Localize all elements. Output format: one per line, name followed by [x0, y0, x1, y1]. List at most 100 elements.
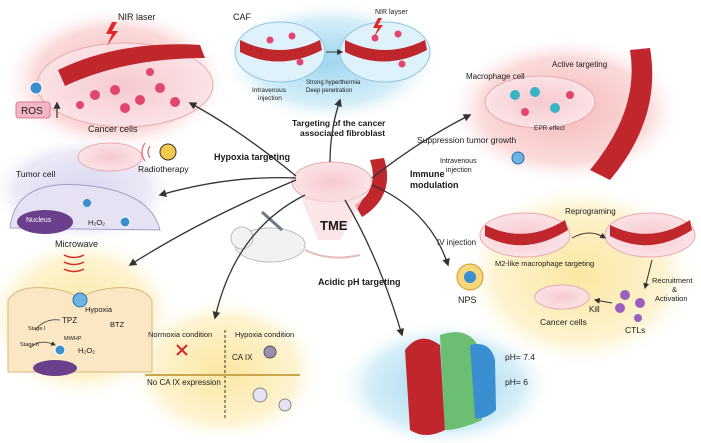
ctl-cells	[615, 290, 645, 322]
blood-vessel	[58, 44, 205, 86]
nanoparticle-icon	[511, 151, 525, 165]
arrow-to-macrophage-panel	[371, 114, 472, 179]
arrow-to-microwave-panel	[128, 179, 297, 266]
blood-vessel	[590, 48, 653, 180]
caf-iv-label-2: injection	[258, 95, 282, 102]
nanoparticle-icon	[72, 292, 88, 308]
nir-cancer-panel: NIR laser ROS Cancer cells	[15, 12, 214, 134]
cancer-cells-disc	[534, 284, 590, 310]
blood-vessel-right	[610, 220, 692, 246]
caf-cells	[266, 30, 406, 68]
no-ca-ix-label: No CA IX expression	[147, 378, 221, 387]
branch-acidic-label: Acidic pH targeting	[318, 277, 401, 287]
mw-hypoxia-label: Hypoxia	[85, 305, 113, 314]
ros-particle-icon	[29, 81, 43, 95]
cancer-cells-label: Cancer cells	[88, 124, 138, 134]
glow-caix-panel	[125, 295, 325, 443]
nir-label: NIR laser	[118, 12, 156, 22]
tissue-disc	[484, 75, 596, 129]
recruitment-label-3: Activation	[655, 294, 688, 303]
epr-label: EPR effect	[534, 125, 565, 132]
radio-h2o2-label: H₂O₂	[88, 218, 105, 227]
blood-vessel-left	[240, 40, 322, 62]
kill-arrow	[593, 297, 613, 304]
caf-label: CAF	[233, 12, 252, 22]
arrow-to-ph-panel	[344, 199, 404, 337]
btz-label: BTZ	[110, 320, 125, 329]
caf-panel: CAF NIR layser Strong hyperthermia Deep …	[233, 9, 431, 102]
mouse-tail	[304, 249, 361, 259]
reprograming-arrow	[571, 232, 606, 239]
kill-label: Kill	[589, 305, 600, 314]
blood-vessel-left	[485, 220, 568, 246]
recruitment-label-1: Recruitment	[652, 276, 693, 285]
iv-injection-label: IV injection	[437, 238, 476, 247]
lightning-icon	[106, 22, 118, 46]
arrow-to-caix-panel	[212, 194, 306, 320]
microwave-waves-icon	[63, 254, 85, 273]
ph6-label: pH= 6	[505, 377, 528, 387]
recruitment-label-2: &	[672, 285, 677, 294]
recruitment-arrow	[643, 259, 653, 290]
microwave-flow-arrows	[29, 319, 61, 348]
branch-caf-label-2: associated fibroblast	[300, 128, 385, 138]
lightning-icon	[373, 18, 383, 37]
drug-particle-icon	[83, 199, 91, 207]
arrow-to-immune-panel	[371, 184, 450, 267]
nucleus	[33, 360, 77, 376]
macrophage-panel: Macrophage cell Active targeting EPR eff…	[417, 48, 653, 180]
nucleus-label: Nucleus	[26, 217, 52, 224]
active-targeting-label: Active targeting	[552, 60, 607, 69]
radiation-waves	[141, 142, 151, 162]
arrow-to-caf-panel	[329, 98, 342, 163]
caix-panel: Normoxia condition Hypoxia condition CA …	[145, 330, 300, 420]
branch-arrows	[128, 98, 472, 337]
caix-particle-icon	[278, 398, 292, 412]
ros-box	[15, 101, 51, 119]
m2-label: M2-like macrophage targeting	[495, 259, 594, 268]
microwave-panel: Microwave TPZ Hypoxia BTZ Stage I Stage …	[7, 239, 153, 376]
caf-iv-label-1: Intravenous	[252, 87, 287, 94]
tme-hub: TME	[230, 158, 388, 263]
ph-panel: pH= 7.4 pH= 6	[405, 332, 535, 435]
ca-ix-label: CA IX	[232, 353, 253, 362]
ctls-label: CTLs	[625, 325, 645, 335]
ros-particle-icon	[119, 216, 131, 228]
macrophage-iv-label-1: Intravenous	[440, 158, 477, 165]
branch-immune-label-1: Immune	[410, 169, 445, 179]
mouse-head	[230, 226, 254, 250]
caix-receptor-icon	[263, 345, 277, 359]
caf-nir-label: NIR layser	[375, 9, 408, 16]
branch-hypoxia-label: Hypoxia targeting	[214, 152, 290, 162]
radiation-icon	[159, 143, 177, 161]
macrophage-iv-label-2: injection	[446, 167, 472, 174]
macrophage-cells	[510, 87, 574, 116]
blood-vessel-right	[345, 40, 427, 62]
radiotherapy-label: Radiotherapy	[138, 164, 189, 174]
suppression-label: Suppression tumor growth	[417, 135, 516, 145]
arrow-to-nir-panel	[188, 102, 297, 177]
normoxia-label: Normoxia condition	[148, 330, 212, 339]
nucleus	[17, 210, 73, 234]
macrophage-label: Macrophage cell	[466, 72, 525, 81]
tme-label: TME	[320, 218, 348, 233]
nps-core	[464, 271, 476, 283]
cross-icon	[176, 344, 188, 356]
ph74-label: pH= 7.4	[505, 352, 535, 362]
mw-h2o2-label: H₂O₂	[78, 346, 95, 355]
tpz-label: TPZ	[62, 316, 77, 325]
ros-particle-icon	[54, 344, 66, 356]
caix-particle-icon	[252, 387, 268, 403]
tissue-disc	[77, 142, 143, 172]
blood-vessel	[405, 338, 445, 435]
branch-caf-label-1: Targeting of the cancer	[292, 118, 386, 128]
ros-label: ROS	[21, 106, 43, 117]
cancer-cell-cluster	[76, 68, 180, 113]
reprograming-label: Reprograming	[565, 207, 616, 216]
hyperthermia-label: Strong hyperthermia	[306, 80, 361, 86]
tumor-tissue-blue	[470, 344, 496, 419]
caix-hypoxia-label: Hypoxia condition	[235, 330, 294, 339]
mwhp-label: MWHP	[64, 336, 82, 342]
arrow-to-radio-panel	[158, 176, 297, 198]
